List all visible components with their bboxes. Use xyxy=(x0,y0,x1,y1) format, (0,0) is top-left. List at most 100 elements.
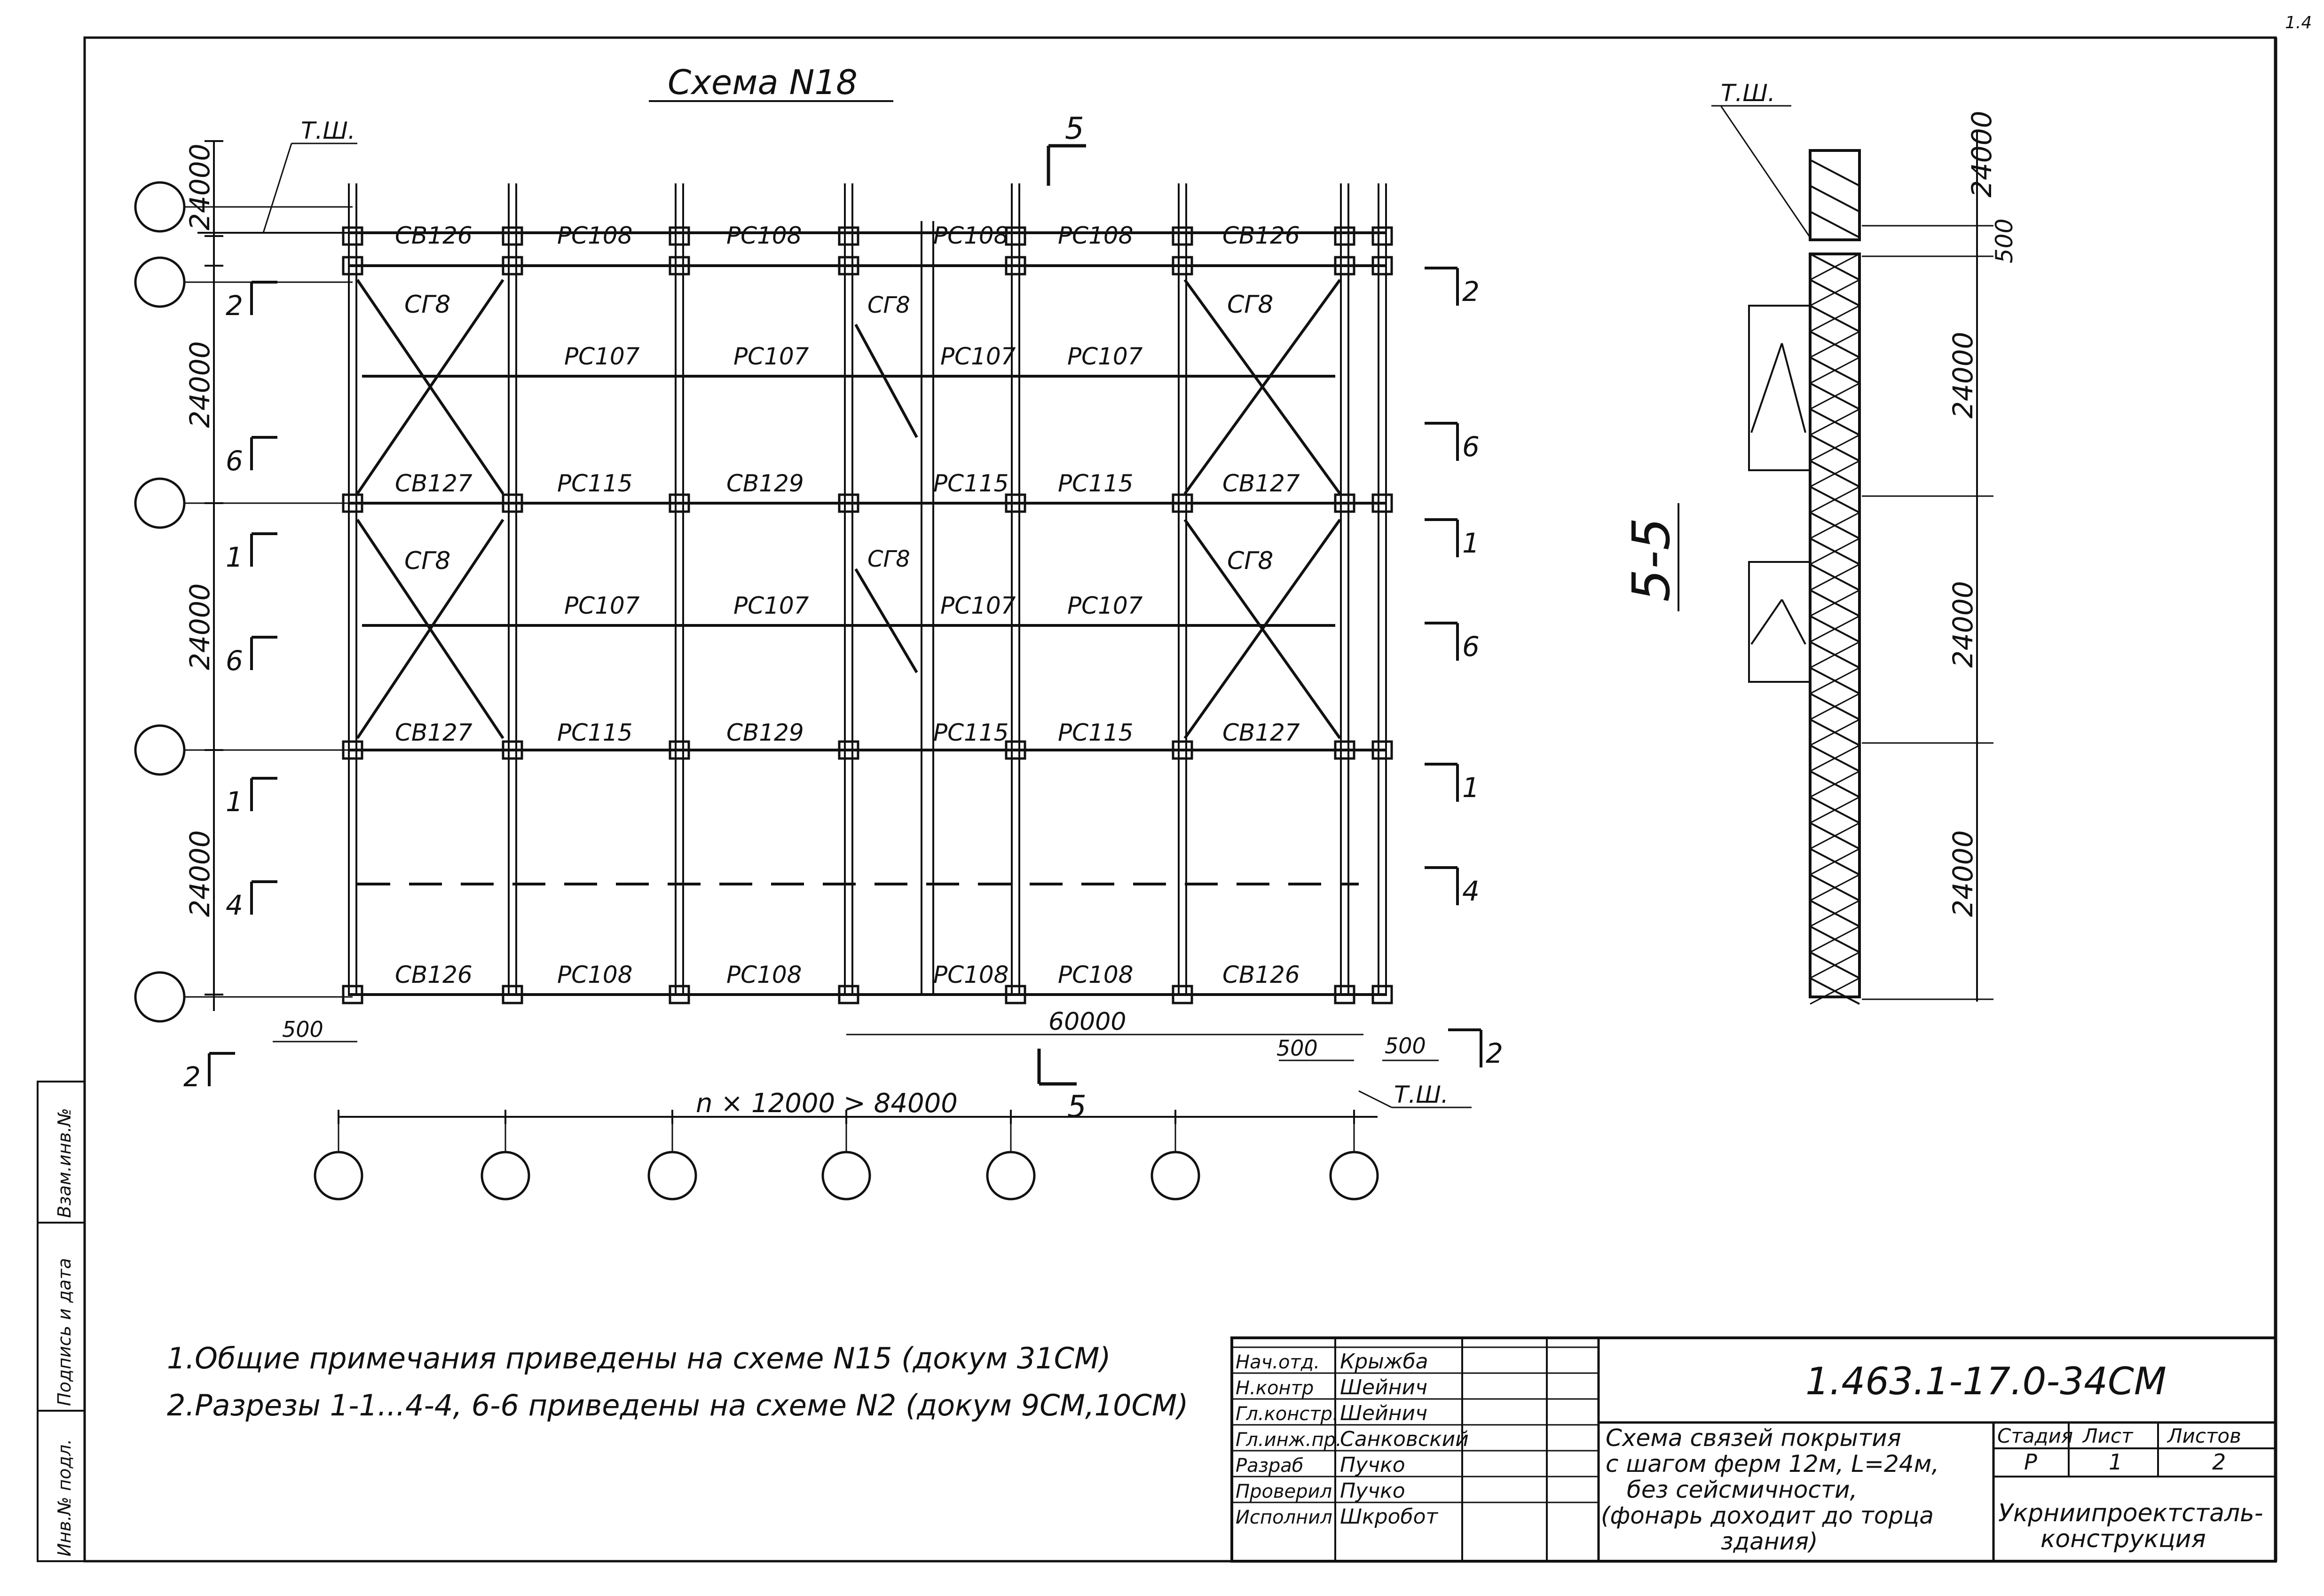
tsh-leader xyxy=(262,143,292,233)
section-mark-right: 2 xyxy=(1486,1037,1503,1069)
sheet-frame xyxy=(83,36,2277,1563)
member-label: СВ126 xyxy=(395,222,473,249)
stamp-vzam-inv: Взам.инв.№ xyxy=(54,1108,75,1218)
section-dimension: 24000 xyxy=(1966,111,1998,198)
description-line-4: (фонарь доходит до торца xyxy=(1601,1502,1934,1529)
truss-diagonal xyxy=(1810,951,1860,979)
dimension-500-right-a-label: 500 xyxy=(1276,1035,1318,1061)
dimension-500-right-b-label: 500 xyxy=(1385,1033,1426,1059)
member-label: СВ129 xyxy=(726,470,804,497)
org-line-2: конструкция xyxy=(2040,1525,2206,1553)
member-label: СВ127 xyxy=(1222,719,1300,746)
member-label: РС108 xyxy=(1058,222,1134,249)
axis-bubble-col xyxy=(314,1151,363,1201)
tsh-leader xyxy=(1358,1090,1392,1108)
member-label: СВ129 xyxy=(726,719,804,746)
member-label: СВ126 xyxy=(395,961,473,988)
truss-diagonal xyxy=(1810,512,1860,539)
dimension-span-bottom-label: n × 12000 > 84000 xyxy=(696,1088,958,1119)
lantern-diagonal xyxy=(1781,343,1806,433)
cross-brace xyxy=(356,279,504,495)
role-label: Н.контр xyxy=(1236,1377,1314,1399)
axis-bubble-row xyxy=(134,181,186,233)
member-label: РС108 xyxy=(557,222,633,249)
member-label: СВ127 xyxy=(395,719,473,746)
truss-chord xyxy=(1809,253,1861,998)
plan-grid xyxy=(134,140,1482,1201)
cross-brace xyxy=(356,519,504,739)
section-mark-left: 6 xyxy=(226,645,243,677)
cross-brace-label: СГ8 xyxy=(404,547,450,575)
note-1: 1.Общие примечания приведены на схеме N1… xyxy=(167,1341,1111,1375)
page-title: Схема N18 xyxy=(668,63,858,102)
truss-diagonal xyxy=(1810,253,1860,281)
section-5-mark-top: 5 xyxy=(1065,111,1084,146)
truss-diagonal xyxy=(1810,796,1860,824)
member-label: РС115 xyxy=(933,470,1009,497)
column-node xyxy=(1005,226,1026,246)
section-mark-left: 2 xyxy=(183,1061,201,1093)
member-label: РС108 xyxy=(557,961,633,988)
cross-brace-label: СГ8 xyxy=(1227,547,1273,575)
bay-dimension: 24000 xyxy=(184,830,216,917)
truss-diagonal xyxy=(1810,641,1860,669)
lantern-frame xyxy=(1748,561,1811,683)
column-node xyxy=(838,226,859,246)
stage-header: Стадия xyxy=(1997,1424,2073,1447)
section-dimension: 24000 xyxy=(1947,332,1979,419)
stamp-sign-date: Подпись и дата xyxy=(54,1258,75,1406)
truss-diagonal xyxy=(1810,460,1860,488)
truss-diagonal xyxy=(1810,874,1860,901)
half-brace xyxy=(854,324,918,438)
truss-diagonal xyxy=(1810,159,1860,187)
section-mark-right: 6 xyxy=(1462,631,1480,663)
cross-brace-label: СГ8 xyxy=(404,291,450,319)
cross-brace xyxy=(1183,519,1341,739)
person-name: Шейнич xyxy=(1340,1375,1427,1399)
person-name: Пучко xyxy=(1340,1479,1405,1503)
truss-diagonal xyxy=(1810,331,1860,358)
section-mark-left: 1 xyxy=(226,786,243,818)
truss-diagonal xyxy=(1810,848,1860,876)
member-label: РС108 xyxy=(933,961,1009,988)
axis-bubble-col xyxy=(821,1151,871,1201)
truss-diagonal xyxy=(1810,382,1860,410)
member-label: СВ126 xyxy=(1222,961,1300,988)
person-name: Санковский xyxy=(1340,1427,1469,1451)
member-label: РС107 xyxy=(940,592,1016,619)
cross-brace xyxy=(1183,279,1341,495)
member-label: РС107 xyxy=(940,343,1016,370)
tsh-label-bottom: Т.Ш. xyxy=(1394,1081,1449,1108)
axis-bubble-row xyxy=(134,477,186,529)
truss-diagonal xyxy=(1810,356,1860,384)
stage-value: Р xyxy=(2024,1449,2037,1475)
member-label: РС108 xyxy=(726,222,802,249)
section-dimension: 24000 xyxy=(1947,830,1979,917)
member-label: РС107 xyxy=(1067,592,1143,619)
sheet-value: 1 xyxy=(2109,1449,2122,1475)
cross-brace-label: СГ8 xyxy=(867,546,910,572)
truss-diagonal xyxy=(1810,744,1860,772)
cross-brace-label: СГ8 xyxy=(867,292,910,318)
truss-diagonal xyxy=(1810,279,1860,307)
truss-diagonal xyxy=(1810,977,1860,1005)
axis-bubble-col xyxy=(1150,1151,1200,1201)
column-node xyxy=(502,226,523,246)
person-name: Шкробот xyxy=(1340,1505,1439,1529)
bay-dimension: 24000 xyxy=(184,583,216,670)
section-mark-right: 6 xyxy=(1462,431,1480,463)
section-mark-right: 2 xyxy=(1462,276,1480,308)
truss-diagonal xyxy=(1810,615,1860,643)
member-label: РС108 xyxy=(726,961,802,988)
truss-diagonal xyxy=(1810,693,1860,720)
sheet-header: Лист xyxy=(2082,1424,2134,1447)
bay-dimension: 24000 xyxy=(184,341,216,428)
stamp-inv-podl: Инв.№ подл. xyxy=(54,1439,75,1556)
person-name: Шейнич xyxy=(1340,1401,1427,1425)
sheets-header: Листов xyxy=(2166,1424,2241,1447)
sheets-value: 2 xyxy=(2212,1449,2226,1475)
axis-bubble-row xyxy=(134,971,186,1023)
truss-diagonal xyxy=(1810,925,1860,953)
section-tsh-leader xyxy=(1720,105,1811,238)
